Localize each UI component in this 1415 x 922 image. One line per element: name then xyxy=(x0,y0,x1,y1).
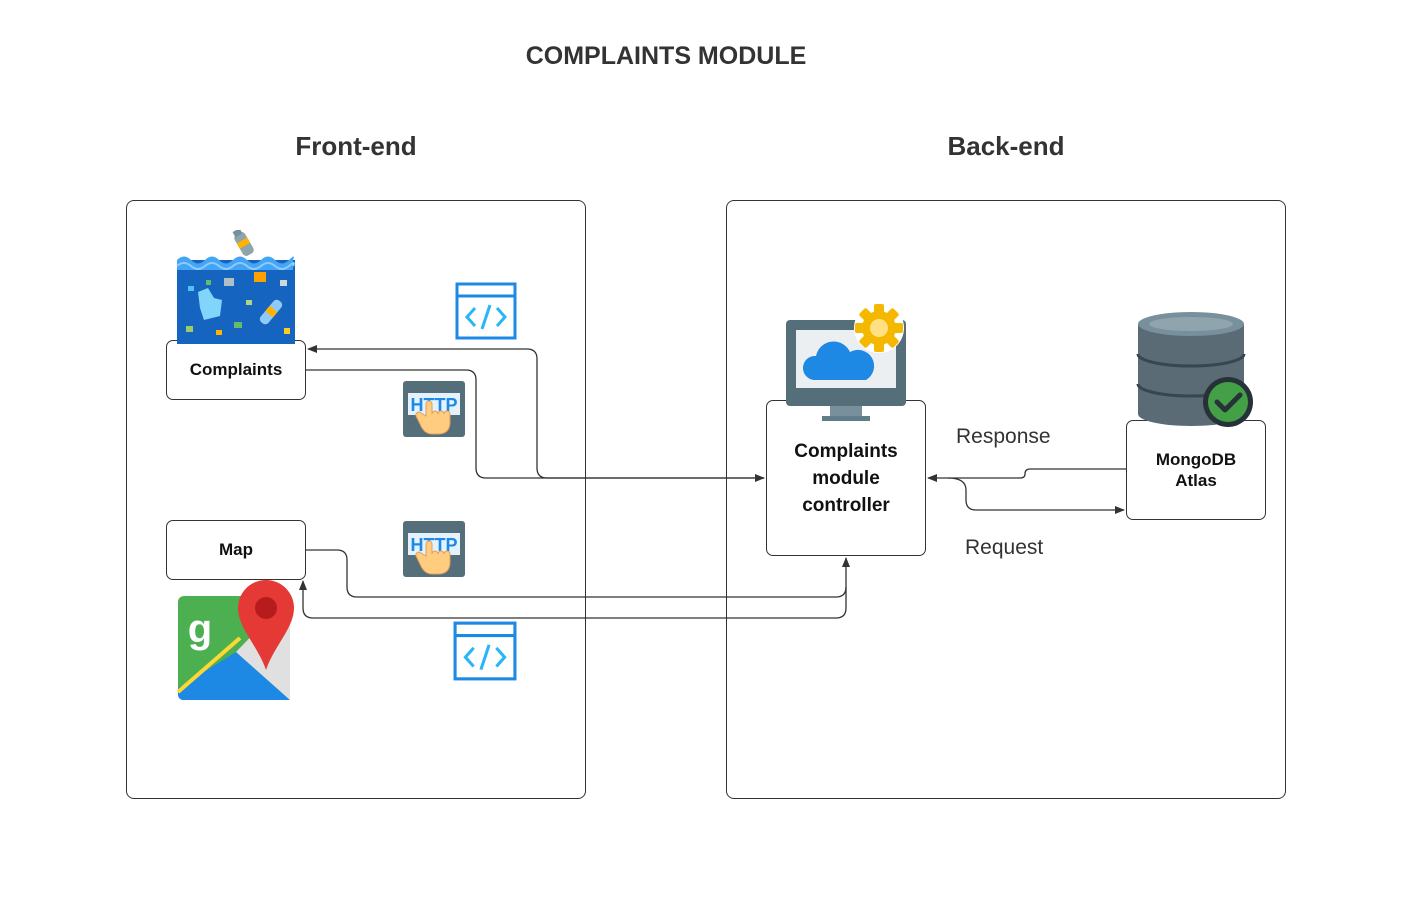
complaints-node[interactable]: Complaints xyxy=(166,340,306,400)
controller-label-line1: Complaints xyxy=(794,440,898,462)
edge-controller-to-complaints xyxy=(307,345,764,479)
edge-complaints-to-controller xyxy=(306,369,765,482)
frontend-heading: Front-end xyxy=(295,131,417,161)
mongodb-node[interactable]: MongoDB Atlas xyxy=(1126,420,1266,520)
edge-controller-to-map xyxy=(299,580,847,619)
request-label: Request xyxy=(965,536,1044,559)
code-window-icon xyxy=(453,621,517,681)
maps-icon-letter: g xyxy=(188,607,212,651)
edge-request xyxy=(947,477,1125,514)
code-window-icon xyxy=(455,282,517,340)
controller-label-line3: controller xyxy=(802,494,890,516)
diagram-title: COMPLAINTS MODULE xyxy=(525,42,807,70)
map-node[interactable]: Map xyxy=(166,520,306,580)
backend-heading: Back-end xyxy=(947,131,1065,161)
http-request-icon: HTTP xyxy=(403,521,465,577)
frontend-panel xyxy=(126,200,586,799)
http-icon-text: HTTP xyxy=(411,395,458,415)
controller-node[interactable]: Complaints module controller xyxy=(766,400,926,556)
mongodb-label-line1: MongoDB xyxy=(1155,450,1237,469)
cloud-computer-icon xyxy=(786,303,906,421)
google-maps-icon: g xyxy=(176,580,294,700)
http-icon-text: HTTP xyxy=(411,535,458,555)
response-label: Response xyxy=(956,425,1051,448)
edge-map-to-controller xyxy=(306,549,850,598)
complaints-node-label: Complaints xyxy=(189,360,283,380)
edge-response xyxy=(927,468,1126,482)
controller-label-line2: module xyxy=(812,467,880,489)
map-node-label: Map xyxy=(219,540,253,560)
http-request-icon: HTTP xyxy=(403,381,465,437)
ocean-pollution-icon xyxy=(176,230,295,344)
database-check-icon xyxy=(1136,312,1253,427)
backend-panel xyxy=(726,200,1286,799)
mongodb-label-line2: Atlas xyxy=(1175,471,1217,490)
